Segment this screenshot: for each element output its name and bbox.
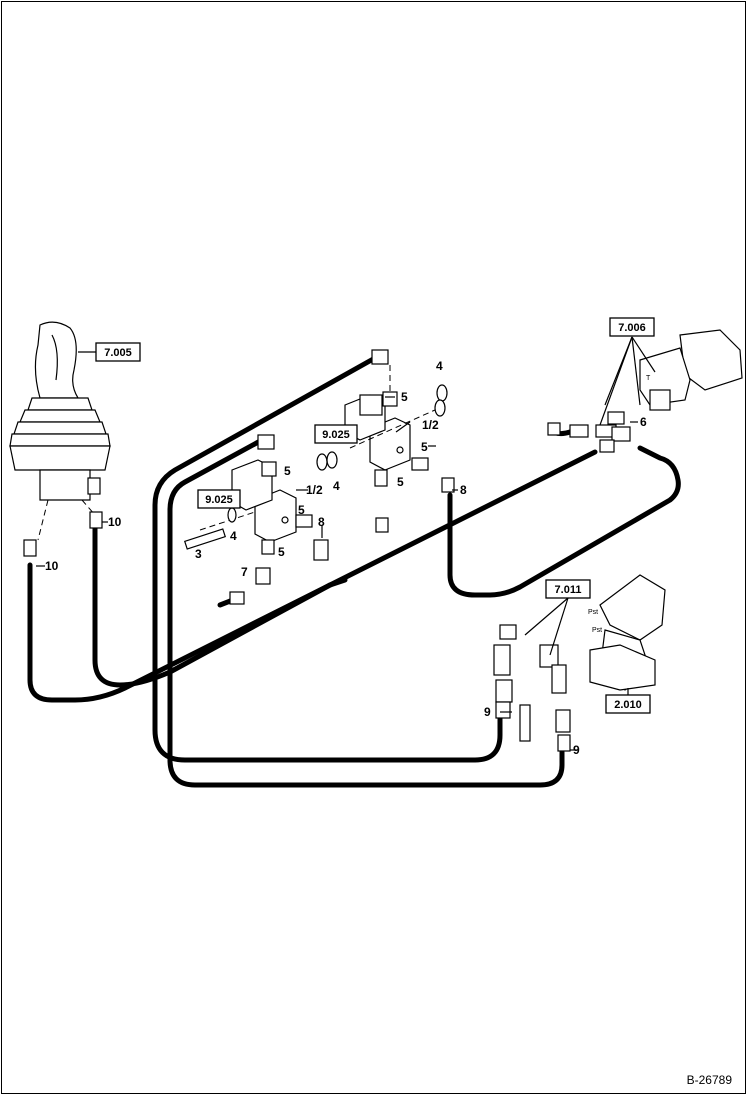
callout-9-b: 9: [573, 743, 580, 757]
hose-top-right: [167, 437, 565, 788]
ref-lower-solenoid-label: 9.025: [205, 494, 233, 506]
port-label-pst-b: Pst: [592, 627, 602, 634]
hose-joystick-right: [92, 522, 333, 688]
top-right-valve: [547, 329, 743, 453]
fittings: [183, 349, 455, 605]
ref-motor: 2.010: [605, 694, 651, 714]
figure-id: B-26789: [687, 1073, 733, 1087]
callout-5-d: 5: [397, 475, 404, 489]
callout-4-a: 4: [436, 359, 443, 373]
callout-1-2-lower: 1/2: [306, 483, 323, 497]
ref-motor-label: 2.010: [614, 699, 642, 711]
ref-valve-top-label: 7.006: [618, 322, 646, 334]
hose-joystick-left: [27, 449, 598, 703]
joystick-assembly: [9, 321, 111, 557]
callout-10-b: 10: [45, 559, 59, 573]
ref-upper-solenoid-label: 9.025: [322, 429, 350, 441]
callout-4-c: 4: [230, 529, 237, 543]
ref-pump-label: 7.011: [555, 584, 582, 596]
port-label-pst-a: Pst: [588, 609, 598, 616]
callout-6: 6: [640, 415, 647, 429]
ref-valve-top: 7.006: [609, 317, 655, 337]
callout-8-b: 8: [460, 483, 467, 497]
callout-5-f: 5: [278, 545, 285, 559]
ref-lower-solenoid: 9.025: [197, 489, 241, 509]
callout-1-2-upper: 1/2: [422, 418, 439, 432]
callout-5-e: 5: [298, 503, 305, 517]
callout-9-a: 9: [484, 705, 491, 719]
ref-upper-solenoid: 9.025: [314, 424, 358, 444]
callout-5-a: 5: [401, 390, 408, 404]
callout-5-c: 5: [284, 464, 291, 478]
callout-7: 7: [241, 565, 248, 579]
port-label-t: T: [646, 375, 651, 382]
callout-5-b: 5: [421, 440, 428, 454]
ref-joystick: 7.005: [95, 342, 141, 362]
callout-4-b: 4: [333, 479, 340, 493]
callout-numbers: 1/2 1/2 3 4 4 4 5 5 5 5 5 5 6 7 8 8 9 9 …: [45, 359, 647, 757]
port-labels: Pst Pst T: [588, 375, 651, 634]
lower-solenoid-valve: [199, 459, 329, 561]
ref-joystick-label: 7.005: [104, 347, 132, 359]
ref-pump: 7.011: [545, 579, 591, 599]
pump-and-motor: [493, 574, 666, 752]
callout-10-a: 10: [108, 515, 122, 529]
hose-valve-to-right: [447, 445, 681, 598]
leader-lines: [36, 336, 656, 751]
callout-8-a: 8: [318, 515, 325, 529]
hose-top-left: [152, 355, 503, 763]
callout-3: 3: [195, 547, 202, 561]
